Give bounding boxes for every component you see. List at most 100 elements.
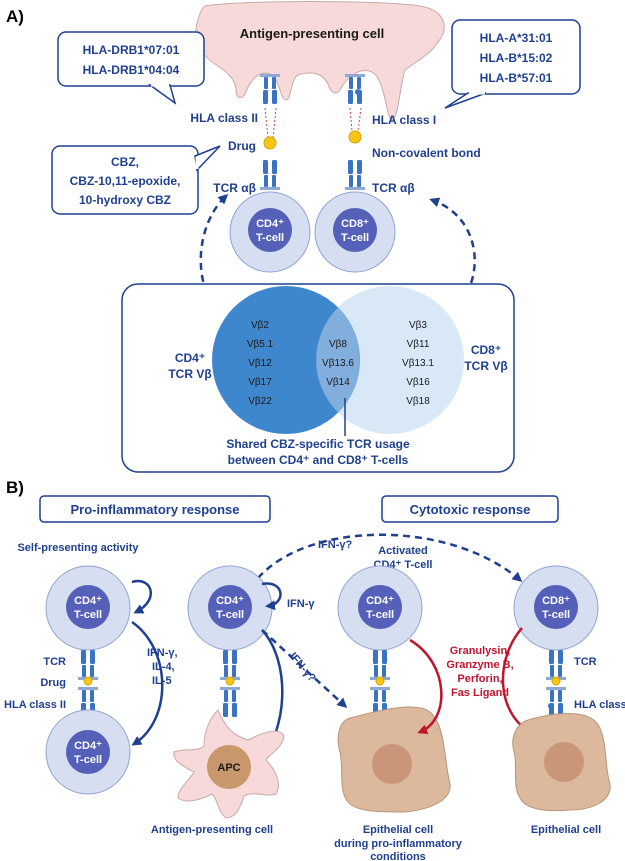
- ifn-question-diag: IFN-γ?: [287, 650, 318, 684]
- drug-molecule-b1: [83, 676, 93, 686]
- autocrine-arrow-b: [261, 582, 282, 611]
- apc-blob: [195, 1, 445, 121]
- tcr-receptor-icon: [260, 160, 280, 190]
- paracrine-arrow-ad: [131, 620, 164, 746]
- cd8-vb-4: Vβ16: [406, 377, 430, 388]
- tcr-receptor-icon-2: [345, 160, 365, 190]
- cd8-vb-label-2: TCR Vβ: [464, 359, 507, 373]
- granule-1: Granulysin,: [450, 645, 511, 657]
- drug-label-b1: Drug: [40, 677, 66, 689]
- svg-text:T-cell: T-cell: [74, 609, 102, 621]
- drug-molecule-b3: [375, 676, 385, 686]
- tcr-ab-right: TCR αβ: [372, 181, 415, 195]
- svg-text:T-cell: T-cell: [216, 609, 244, 621]
- activated-label-1: Activated: [378, 545, 428, 557]
- cd8-vb-3: Vβ13.1: [402, 358, 434, 369]
- pro-inflammatory-box: [39, 495, 271, 523]
- cd8-vb-1: Vβ3: [409, 320, 427, 331]
- caption-epi1-1: Epithelial cell: [363, 824, 433, 836]
- granule-3: Perforin,: [457, 673, 502, 685]
- hla-class2-label: HLA class II: [190, 111, 258, 125]
- tcr-receptor-b1: [78, 650, 98, 680]
- cytokine-1: IFN-γ,: [147, 647, 178, 659]
- hla2-allele-2: HLA-DRB1*04:04: [83, 63, 180, 77]
- cytotoxic-arrow-c: [409, 638, 443, 735]
- tcr-receptor-b3: [370, 650, 390, 680]
- shared-vb-3: Vβ14: [326, 377, 350, 388]
- cd4-vb-1: Vβ2: [251, 320, 269, 331]
- autocrine-arrow-a: [131, 579, 153, 614]
- cytotoxic-box: [381, 495, 559, 523]
- panel-b-label: B): [6, 478, 24, 497]
- drug-name-3: 10-hydroxy CBZ: [79, 193, 171, 207]
- cd4-vb-label-2: TCR Vβ: [168, 367, 211, 381]
- tcr-receptor-b2: [220, 650, 240, 680]
- hla1-allele-3: HLA-B*57:01: [480, 71, 553, 85]
- apc-label: APC: [217, 762, 240, 774]
- svg-text:T-cell: T-cell: [341, 232, 369, 244]
- pro-inflammatory-title: Pro-inflammatory response: [70, 502, 239, 517]
- epithelial-nucleus: [372, 744, 412, 784]
- ifn-top-arrow: [257, 533, 523, 582]
- epithelial-nucleus-2: [544, 742, 584, 782]
- svg-text:T-cell: T-cell: [542, 609, 570, 621]
- hla1-allele-box: [451, 19, 581, 95]
- drug-names-box: [51, 145, 199, 215]
- drug-molecule-icon: [263, 136, 277, 150]
- apc-nucleus: [207, 745, 251, 789]
- cytokine-2: IL-4,: [152, 661, 175, 673]
- ifn-question-top: IFN-γ?: [318, 539, 353, 551]
- svg-text:T-cell: T-cell: [256, 232, 284, 244]
- caption-epi2: Epithelial cell: [531, 824, 601, 836]
- ifn-dashed-arrow: [261, 629, 348, 709]
- cytotoxic-title: Cytotoxic response: [410, 502, 531, 517]
- hla1-label-b4: HLA class I: [574, 699, 625, 711]
- hla2-allele-box: [57, 31, 205, 87]
- svg-text:CD8⁺: CD8⁺: [341, 218, 369, 230]
- svg-text:CD4⁺: CD4⁺: [256, 218, 284, 230]
- cd8-vb-2: Vβ11: [407, 339, 430, 350]
- hla2-allele-1: HLA-DRB1*07:01: [83, 43, 180, 57]
- cd4-vb-4: Vβ17: [248, 377, 272, 388]
- self-presenting-label: Self-presenting activity: [17, 542, 139, 554]
- svg-text:CD4⁺: CD4⁺: [366, 595, 394, 607]
- cytokine-3: IL-5: [152, 675, 172, 687]
- svg-text:CD8⁺: CD8⁺: [542, 595, 570, 607]
- noncovalent-bond-label: Non-covalent bond: [372, 146, 481, 160]
- drug-molecule-b4: [551, 676, 561, 686]
- hla-class1-label: HLA class I: [372, 113, 436, 127]
- ifn-g-label: IFN-γ: [287, 598, 315, 610]
- shared-caption-1: Shared CBZ-specific TCR usage: [226, 437, 410, 451]
- venn-overlap: [316, 307, 360, 413]
- cytotoxic-arrow-e: [501, 627, 537, 736]
- drug-name-1: CBZ,: [111, 155, 139, 169]
- shared-vb-1: Vβ8: [329, 339, 347, 350]
- shared-vb-2: Vβ13.6: [322, 358, 354, 369]
- cd8-vb-label-1: CD8⁺: [471, 343, 501, 357]
- granule-4: Fas Ligand: [451, 687, 509, 699]
- drug-label: Drug: [228, 139, 256, 153]
- tcr-receptor-b4: [546, 650, 566, 680]
- svg-text:CD4⁺: CD4⁺: [74, 595, 102, 607]
- hla2-label-b1: HLA class II: [4, 699, 66, 711]
- hla2-receptor-b2: [220, 687, 240, 717]
- svg-text:T-cell: T-cell: [74, 754, 102, 766]
- tcr-label-b1: TCR: [43, 656, 66, 668]
- cd4-vb-label-1: CD4⁺: [175, 351, 205, 365]
- cd4-vb-5: Vβ22: [248, 396, 272, 407]
- svg-text:CD4⁺: CD4⁺: [74, 740, 102, 752]
- caption-epi1-2: during pro-inflammatory: [334, 838, 463, 850]
- caption-epi1-3: conditions: [370, 851, 426, 861]
- svg-text:CD4⁺: CD4⁺: [216, 595, 244, 607]
- hla1-allele-1: HLA-A*31:01: [480, 31, 553, 45]
- cd4-vb-3: Vβ12: [248, 358, 272, 369]
- cd8-vb-5: Vβ18: [406, 396, 430, 407]
- shared-caption-2: between CD4⁺ and CD8⁺ T-cells: [228, 453, 409, 467]
- hla1-allele-2: HLA-B*15:02: [480, 51, 553, 65]
- caption-apc: Antigen-presenting cell: [151, 824, 273, 836]
- venn-cd8: [316, 286, 464, 434]
- drug-molecule-icon-2: [348, 130, 362, 144]
- granule-2: Granzyme B,: [446, 659, 513, 671]
